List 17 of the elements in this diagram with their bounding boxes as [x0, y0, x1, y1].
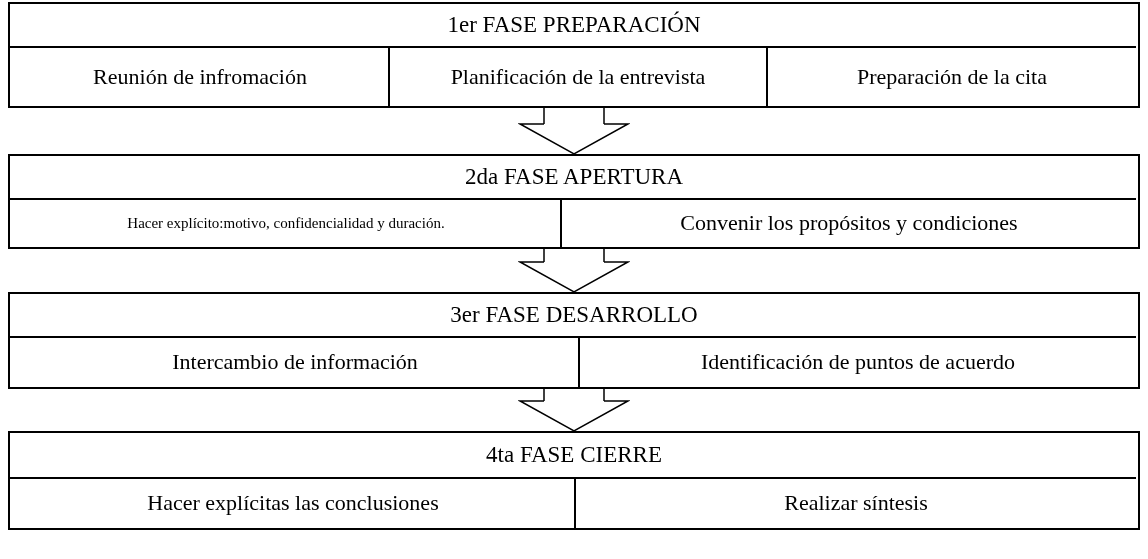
step-box: Identificación de puntos de acuerdo	[578, 336, 1136, 387]
step-box: Intercambio de información	[10, 336, 580, 387]
step-box: Preparación de la cita	[766, 46, 1136, 106]
step-box: Planificación de la entrevista	[388, 46, 766, 106]
phase-title: 2da FASE APERTURA	[464, 163, 684, 191]
step-box: Hacer explícitas las conclusiones	[10, 477, 576, 528]
phase-box	[8, 2, 1140, 108]
phase-title: 3er FASE DESARROLLO	[449, 301, 699, 329]
step-box: Realizar síntesis	[574, 477, 1136, 528]
phase-box	[8, 292, 1140, 389]
step-box: Reunión de infromación	[10, 46, 390, 106]
phase-title: 4ta FASE CIERRE	[485, 441, 663, 469]
phase-box	[8, 431, 1140, 530]
step-box: Hacer explícito:motivo, confidencialidad y duración.	[10, 198, 562, 247]
step-box: Convenir los propósitos y condiciones	[560, 198, 1136, 247]
phase-box	[8, 154, 1140, 249]
phase-title: 1er FASE PREPARACIÓN	[446, 10, 702, 39]
